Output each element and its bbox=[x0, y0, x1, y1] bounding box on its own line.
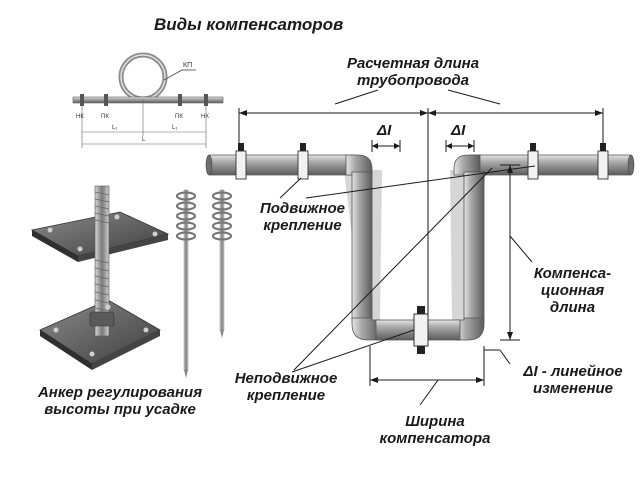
anchor-thread bbox=[94, 191, 110, 312]
delta-def-line-2: изменение bbox=[532, 380, 614, 397]
fixed-support-left-label: НК bbox=[76, 114, 84, 120]
loop-mark-label: КП bbox=[183, 62, 192, 69]
spiral-anchor-left bbox=[175, 189, 197, 378]
width-line-1: Ширина bbox=[405, 413, 465, 430]
loop-dim-left: L₁ bbox=[112, 125, 117, 131]
diagram-title: Виды компенсаторов bbox=[154, 15, 344, 34]
loop-dim-total: L bbox=[142, 137, 146, 143]
loop-pipe bbox=[72, 96, 224, 104]
comp-length-line-2: ционная bbox=[540, 282, 605, 299]
design-length-label: Расчетная длина трубопровода bbox=[318, 55, 508, 89]
anchor-line-1: Анкер регулирования bbox=[37, 384, 203, 401]
fixed-support-clamp bbox=[413, 306, 429, 354]
dimension-arrows bbox=[239, 110, 603, 383]
delta-definition-label: ΔI - линейное изменение bbox=[510, 363, 636, 397]
loop-dim-right: L₁ bbox=[172, 125, 177, 131]
movable-line-2: крепление bbox=[263, 217, 342, 234]
design-length-line-2: трубопровода bbox=[356, 72, 470, 89]
pipe-left-horizontal bbox=[207, 154, 357, 176]
comp-length-line-1: Компенса- bbox=[533, 265, 612, 282]
comp-length-line-3: длина bbox=[549, 299, 596, 316]
compensation-length-label: Компенса- ционная длина bbox=[520, 265, 625, 316]
delta-def-line-1: ΔI - линейное bbox=[523, 363, 623, 380]
movable-support-right-label: ПК bbox=[175, 114, 183, 120]
movable-support-label: Подвижное крепление bbox=[250, 200, 355, 234]
anchor-plate-holes bbox=[47, 214, 158, 357]
spiral-anchor-right bbox=[211, 189, 233, 338]
loop-compensator-schema: КП НК ПК ПК НК L₁ L₁ L bbox=[72, 52, 224, 148]
width-line-2: компенсатора bbox=[379, 430, 491, 447]
movable-clamp-left-2 bbox=[297, 143, 309, 180]
pipe-left-vertical bbox=[351, 171, 373, 321]
movable-clamp-left bbox=[235, 143, 247, 180]
delta-left-label: ΔI bbox=[377, 122, 392, 139]
compensator-width-label: Ширина компенсатора bbox=[360, 413, 510, 447]
movable-clamp-right bbox=[527, 143, 539, 180]
loop-supports bbox=[80, 94, 208, 106]
dimension-lines bbox=[238, 89, 604, 406]
movable-support-left-label: ПК bbox=[101, 114, 109, 120]
fixed-line-2: крепление bbox=[246, 387, 326, 404]
height-anchor-image bbox=[30, 185, 170, 370]
delta-right-label: ΔI bbox=[451, 122, 466, 139]
anchor-caption: Анкер регулирования высоты при усадке bbox=[20, 384, 220, 418]
u-compensator-drawing bbox=[205, 143, 635, 354]
anchor-nut bbox=[89, 311, 115, 327]
design-length-line-1: Расчетная длина bbox=[346, 55, 480, 72]
fixed-support-label: Неподвижное крепление bbox=[226, 370, 346, 404]
movable-line-1: Подвижное bbox=[259, 200, 346, 217]
anchor-threaded-rod bbox=[94, 185, 110, 337]
anchor-line-2: высоты при усадке bbox=[44, 401, 196, 418]
fixed-support-right-label: НК bbox=[201, 114, 209, 120]
fixed-line-1: Неподвижное bbox=[234, 370, 338, 387]
